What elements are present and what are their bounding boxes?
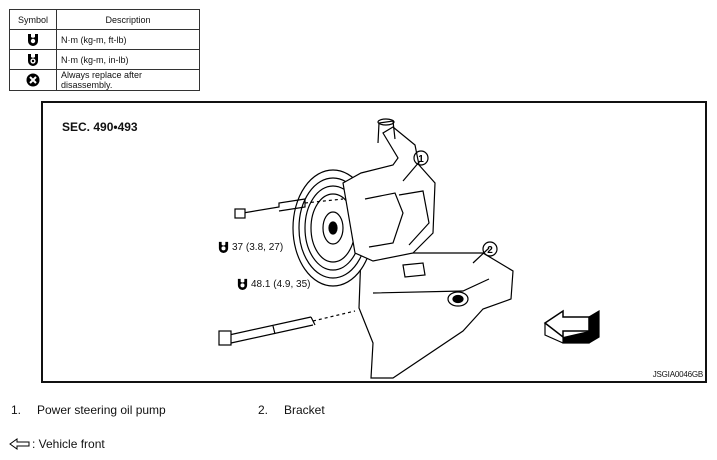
diagram-code: JSGIA0046GB xyxy=(652,370,703,379)
vehicle-front-label: : Vehicle front xyxy=(32,437,105,451)
torque-upper: 37 (3.8, 27) xyxy=(217,241,283,253)
legend-symbol-cell xyxy=(9,29,57,50)
vehicle-front-note: : Vehicle front xyxy=(9,437,105,451)
replace-icon xyxy=(26,73,40,87)
part-name: Bracket xyxy=(284,403,325,417)
torque-nm-icon xyxy=(28,34,38,46)
legend-description: N·m (kg-m, in-lb) xyxy=(56,49,200,70)
part-item-1: 1. Power steering oil pump xyxy=(11,403,166,417)
part-item-2: 2. Bracket xyxy=(258,403,325,417)
part-number: 1. xyxy=(11,403,22,417)
torque-nm-icon xyxy=(237,278,248,290)
legend-description: N·m (kg-m, ft-lb) xyxy=(56,29,200,50)
callout-1-label: 1 xyxy=(418,154,424,165)
torque-nm-icon xyxy=(218,241,229,253)
section-label: SEC. 490•493 xyxy=(62,120,138,134)
legend-symbol-cell xyxy=(9,69,57,91)
diagram-frame: SEC. 490•493 xyxy=(41,101,707,383)
torque-lower-value: 48.1 (4.9, 35) xyxy=(251,278,311,290)
legend-header-symbol: Symbol xyxy=(9,9,57,30)
legend-row: N·m (kg-m, in-lb) xyxy=(9,49,200,70)
bracket-shape xyxy=(358,252,514,379)
torque-inlb-icon xyxy=(28,54,38,66)
legend-symbol-cell xyxy=(9,49,57,70)
torque-upper-value: 37 (3.8, 27) xyxy=(232,241,284,253)
part-number: 2. xyxy=(258,403,269,417)
part-name: Power steering oil pump xyxy=(37,403,166,417)
callout-1-circle xyxy=(413,150,429,166)
legend-header-row: Symbol Description xyxy=(9,9,200,30)
legend-row: Always replace after disassembly. xyxy=(9,69,200,91)
callout-2-label: 2 xyxy=(487,245,493,256)
legend-description: Always replace after disassembly. xyxy=(56,69,200,91)
upper-bolt-shape xyxy=(242,198,306,214)
torque-lower: 48.1 (4.9, 35) xyxy=(236,278,310,290)
callout-2-circle xyxy=(482,241,498,257)
pump-illustration: 1 2 xyxy=(218,118,600,379)
legend-header-description: Description xyxy=(56,9,200,30)
legend-row: N·m (kg-m, ft-lb) xyxy=(9,29,200,50)
lower-bolt-shape xyxy=(228,316,314,344)
legend-table: Symbol Description N·m (kg-m, ft-lb) N·m… xyxy=(9,9,200,91)
arrow-left-icon xyxy=(9,438,30,450)
